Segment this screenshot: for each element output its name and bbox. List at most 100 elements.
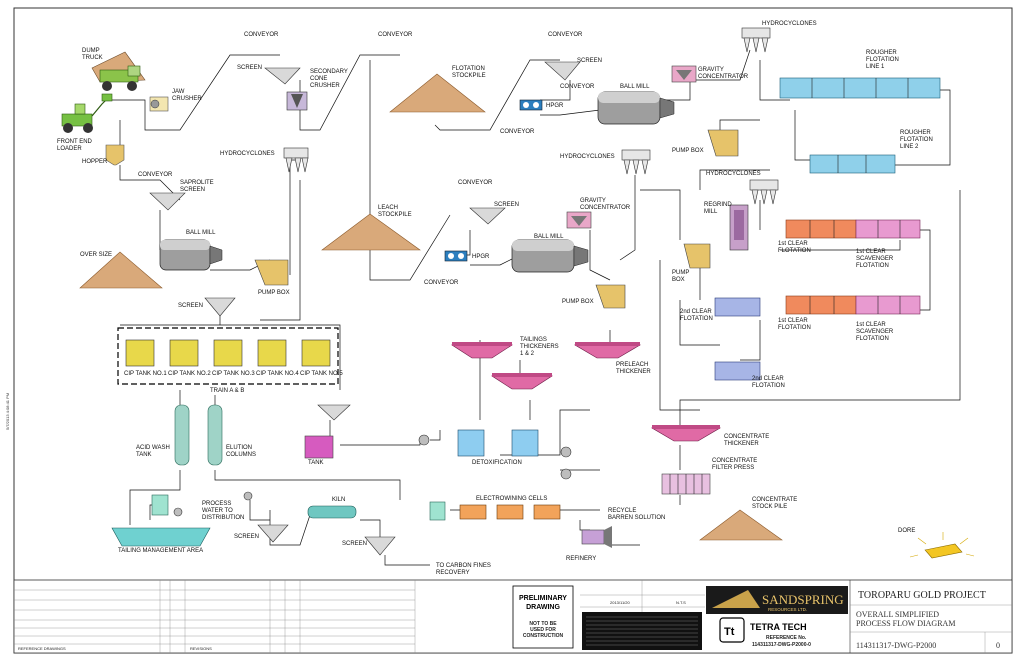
screen-label-6: SCREEN [234, 534, 259, 540]
hydrocyclones-label-4: HYDROCYCLONES [706, 171, 761, 177]
tank-icon [304, 435, 334, 459]
date-value: 2013/11/20 [610, 600, 630, 605]
first-clear-flotation-bank-2 [785, 295, 921, 315]
ball-mill-1 [159, 239, 223, 271]
cip-tank-1 [125, 339, 155, 367]
ball-mill-label-1: BALL MILL [186, 230, 216, 236]
detoxification-label: DETOXIFICATION [472, 460, 522, 466]
conveyor-label-6: CONVEYOR [138, 172, 173, 178]
process-water-tank [151, 494, 169, 516]
hpgr-icons [444, 99, 543, 262]
client-name: SANDSPRING [762, 592, 844, 607]
screens [149, 61, 581, 556]
conveyor-label-2: CONVEYOR [378, 32, 413, 38]
tailing-management-label: TAILING MANAGEMENT AREA [118, 548, 203, 554]
screen-label-7: SCREEN [342, 541, 367, 547]
thickeners [450, 342, 722, 442]
sandspring-logo-icon [712, 590, 760, 608]
rougher-flotation-line-2 [809, 154, 896, 174]
conveyor-label-1: CONVEYOR [244, 32, 279, 38]
electrowining-cells-label: ELECTROWINING CELLS [476, 496, 547, 502]
pump-box-label-2: PUMP BOX [672, 148, 704, 154]
acid-wash-and-elution-columns [174, 404, 223, 466]
electrowining-cells [429, 501, 561, 521]
cip-tank-label-5: CIP TANK NO.5 [300, 371, 343, 377]
client-sub: RESOURCES LTD. [768, 607, 807, 612]
hydrocyclone-4 [749, 179, 779, 205]
cip-tank-5 [301, 339, 331, 367]
tetra-tech-logo-icon [719, 617, 745, 643]
revisions-label: REVISIONS [190, 646, 212, 651]
screen-1 [264, 67, 301, 85]
disclaimer-block [582, 612, 702, 650]
screen-3 [469, 207, 506, 225]
preliminary-box [512, 585, 574, 649]
over-size-pile [79, 251, 163, 289]
hopper-label: HOPPER [82, 159, 108, 165]
detoxification-tanks [457, 429, 539, 457]
dore-bar-icon [909, 532, 975, 559]
conveyor-label-3: CONVEYOR [548, 32, 583, 38]
flotation-stockpile-pile [389, 73, 486, 113]
pump-box-label-1: PUMP BOX [258, 290, 290, 296]
screen-6 [257, 524, 289, 543]
tetra-tech-logo-letters: Tt [724, 626, 735, 638]
pump-boxes [254, 129, 739, 309]
rougher-flotation-line-1 [779, 77, 941, 99]
drawing-number: 114311317-DWG-P2000 [856, 641, 936, 650]
pump-box-2 [707, 129, 739, 157]
cip-tank-label-3: CIP TANK NO.3 [212, 371, 255, 377]
preleach-thickener [573, 342, 642, 359]
front-end-loader-icon [61, 93, 113, 133]
ball-mills [159, 91, 675, 273]
conveyor-label-8: CONVEYOR [424, 280, 459, 286]
screen-4 [204, 297, 236, 317]
hpgr-label-2: HPGR [472, 254, 490, 260]
pump-box-1 [254, 259, 289, 286]
revision-table [14, 580, 416, 653]
dore-label: DORE [898, 528, 915, 534]
cip-tank-2 [169, 339, 199, 367]
side-plot-stamp: 5/7/2013 4:08:41 PM [5, 393, 10, 430]
screen-7 [364, 536, 396, 556]
ball-mill-3 [511, 239, 589, 273]
train-boundary [117, 327, 339, 385]
screen-label-4: SCREEN [178, 303, 203, 309]
over-size-label: OVER SIZE [80, 252, 112, 258]
firm-name: TETRA TECH [750, 622, 807, 632]
conveyor-label-7: CONVEYOR [458, 180, 493, 186]
dump-truck-icon [91, 51, 146, 91]
stockpiles [79, 73, 783, 541]
kiln-icon [307, 505, 357, 519]
hydrocyclone-1 [283, 147, 309, 173]
screen-label-1: SCREEN [237, 65, 262, 71]
screen-5 [317, 404, 351, 421]
screen-label-2: SCREEN [577, 58, 602, 64]
kiln-label: KILN [332, 497, 345, 503]
refinery-icon [581, 526, 612, 548]
ball-mill-label-2: BALL MILL [620, 84, 650, 90]
cip-tank-4 [257, 339, 287, 367]
tailings-thickener-1 [450, 342, 514, 359]
regrind-mill-icon [729, 204, 749, 251]
